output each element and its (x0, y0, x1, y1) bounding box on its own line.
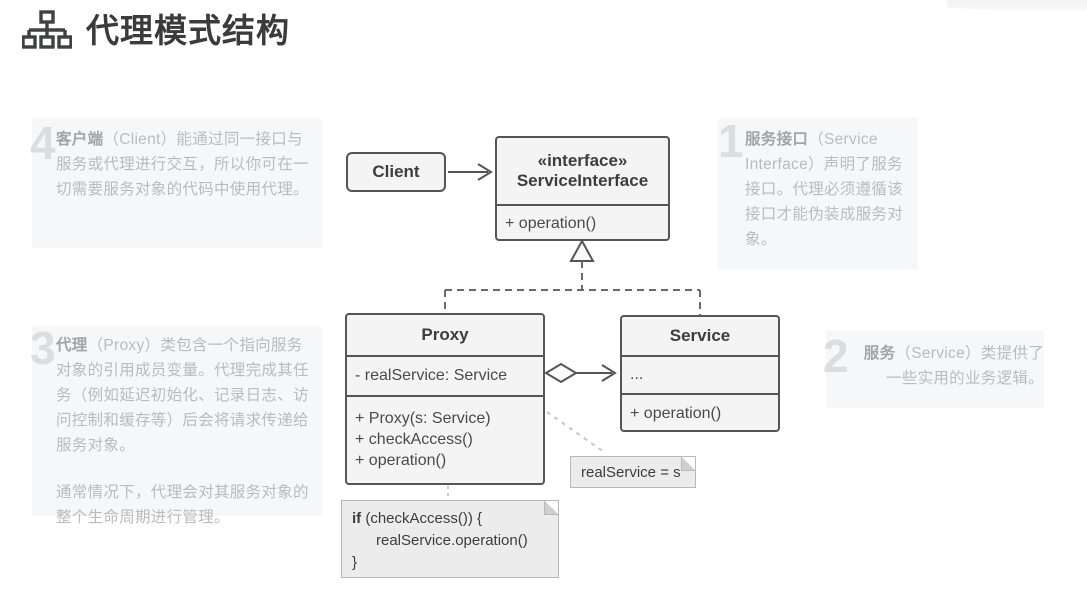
uml-class-service-interface[interactable]: «interface» ServiceInterface + operation… (495, 136, 670, 241)
uml-class-client[interactable]: Client (346, 152, 446, 192)
note-fold-corner-icon (544, 501, 558, 515)
annotation-term-4: 客户端 (56, 131, 104, 148)
annotation-number-1: 1 (718, 115, 744, 167)
annotation-panel-4 (32, 118, 322, 248)
uml-class-service[interactable]: Service ... + operation() (620, 315, 780, 432)
code-line-1-rest: (checkAccess()) { (361, 510, 483, 527)
interface-operations-compartment: + operation() (497, 204, 668, 241)
service-attributes-compartment: ... (622, 355, 778, 393)
uml-class-proxy[interactable]: Proxy - realService: Service + Proxy(s: … (345, 313, 545, 485)
service-operations-compartment: + operation() (622, 393, 778, 432)
uml-note-code: if (checkAccess()) { realService.operati… (341, 500, 559, 578)
code-line-2: realService.operation() (376, 532, 528, 549)
annotation-number-3: 3 (30, 322, 56, 374)
page-header: 代理模式结构 (22, 10, 290, 50)
annotation-text-4: 客户端（Client）能通过同一接口与服务或代理进行交互，所以你可在一切需要服务… (56, 127, 318, 202)
note-assignment-text: realService = s (581, 464, 681, 481)
proxy-operation-0: + Proxy(s: Service) (355, 410, 491, 427)
annotation-panel-1 (718, 118, 918, 270)
annotation-term-3: 代理 (56, 337, 88, 354)
proxy-attributes-compartment: - realService: Service (347, 355, 543, 395)
uml-note-assignment: realService = s (570, 456, 696, 488)
proxy-operation-2: + operation() (355, 452, 447, 469)
annotation-number-4: 4 (30, 117, 56, 169)
proxy-class-name: Proxy (421, 325, 469, 344)
service-attribute-0: ... (630, 366, 644, 383)
annotation-text-3: 代理（Proxy）类包含一个指向服务对象的引用成员变量。代理完成其任务（例如延迟… (56, 333, 318, 530)
annotation-term-2: 服务 (863, 345, 896, 362)
proxy-title-compartment: Proxy (347, 315, 543, 355)
interface-class-name: ServiceInterface (516, 171, 649, 190)
annotation-body-1: （Service Interface）声明了服务接口。代理必须遵循该接口才能伪装… (745, 131, 904, 248)
note-link-assignment (546, 411, 605, 453)
interface-operation-0: + operation() (505, 214, 597, 232)
annotation-body-4: （Client）能通过同一接口与服务或代理进行交互，所以你可在一切需要服务对象的… (56, 131, 309, 198)
code-keyword-if: if (352, 510, 362, 527)
proxy-operations-compartment: + Proxy(s: Service) + checkAccess() + op… (347, 395, 543, 483)
service-title-compartment: Service (622, 317, 778, 355)
realization-triangle (569, 238, 595, 262)
code-line-3: } (352, 554, 358, 571)
note-fold-corner-icon (681, 457, 695, 471)
proxy-attribute-0: - realService: Service (355, 367, 508, 384)
page-title: 代理模式结构 (86, 11, 290, 49)
annotation-body-3: （Proxy）类包含一个指向服务对象的引用成员变量。代理完成其任务（例如延迟初始… (56, 337, 309, 454)
top-corner-band (947, 0, 1087, 14)
annotation-text-1: 服务接口（Service Interface）声明了服务接口。代理必须遵循该接口… (745, 127, 917, 252)
annotation-panel-2 (826, 330, 1044, 408)
service-class-name: Service (669, 326, 731, 345)
annotation-body-3b: 通常情况下，代理会对其服务对象的整个生命周期进行管理。 (56, 484, 309, 526)
annotation-panel-3 (32, 326, 322, 516)
annotation-body-2: （Service）类提供了一些实用的业务逻辑。 (885, 345, 1044, 387)
interface-title-compartment: «interface» ServiceInterface (497, 138, 668, 204)
service-operation-0: + operation() (630, 404, 722, 422)
aggregation-diamond (544, 362, 578, 384)
proxy-operation-1: + checkAccess() (355, 431, 473, 448)
client-class-name: Client (372, 162, 420, 181)
interface-stereotype: «interface» (537, 151, 628, 170)
annotation-number-2: 2 (823, 330, 849, 382)
annotation-text-2: 服务（Service）类提供了一些实用的业务逻辑。 (850, 341, 1044, 391)
code-line-1: if (checkAccess()) { (352, 508, 548, 530)
sitemap-icon (22, 10, 72, 50)
annotation-term-1: 服务接口 (745, 131, 809, 148)
